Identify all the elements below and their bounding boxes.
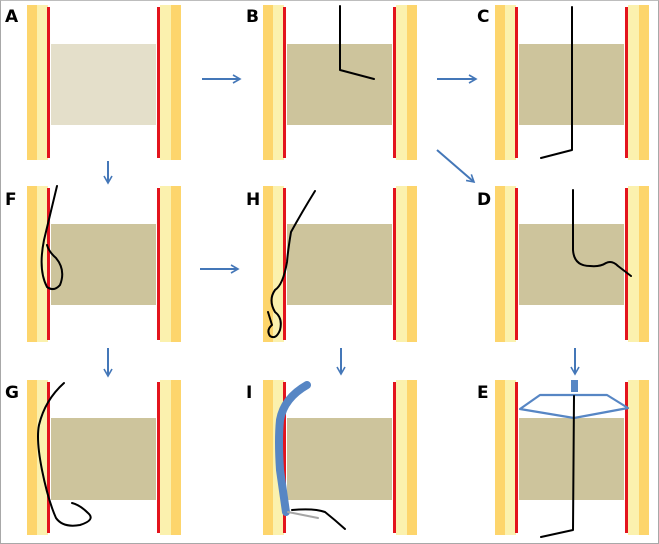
panel-label-f: F bbox=[5, 190, 17, 210]
right-wall-inner bbox=[628, 186, 639, 342]
lesion-block bbox=[519, 224, 624, 305]
left-wall-inner bbox=[273, 186, 284, 342]
panel-i bbox=[263, 380, 417, 535]
lesion-block bbox=[287, 224, 392, 305]
left-wall-outer bbox=[27, 5, 37, 160]
left-wall-line bbox=[47, 188, 50, 340]
wire-h bbox=[267, 190, 316, 339]
lesion-block bbox=[519, 418, 624, 500]
left-wall-line bbox=[47, 382, 50, 533]
microwire bbox=[287, 511, 319, 519]
wire-f bbox=[40, 185, 64, 291]
left-wall-outer bbox=[263, 186, 273, 342]
right-wall-outer bbox=[171, 186, 181, 342]
left-wall-inner bbox=[505, 5, 516, 160]
wire-c bbox=[540, 6, 573, 159]
left-wall-line bbox=[515, 188, 518, 340]
right-wall-inner bbox=[628, 5, 639, 160]
panel-label-d: D bbox=[477, 190, 491, 210]
right-wall-line bbox=[393, 7, 396, 158]
lesion-block bbox=[51, 418, 156, 500]
right-wall-inner bbox=[396, 186, 407, 342]
right-wall-line bbox=[625, 382, 628, 533]
panel-h bbox=[263, 186, 417, 342]
right-wall-inner bbox=[396, 5, 407, 160]
right-wall-line bbox=[393, 382, 396, 533]
right-wall-outer bbox=[407, 186, 417, 342]
right-wall-line bbox=[625, 7, 628, 158]
left-wall-line bbox=[283, 188, 286, 340]
umbrella-device bbox=[518, 393, 630, 420]
right-wall-inner bbox=[160, 186, 171, 342]
left-wall-line bbox=[283, 382, 286, 533]
wire-d bbox=[572, 189, 632, 277]
right-wall-line bbox=[157, 7, 160, 158]
lesion-block bbox=[51, 224, 156, 305]
right-wall-outer bbox=[639, 380, 649, 535]
wire-b bbox=[339, 5, 375, 80]
left-wall-line bbox=[515, 7, 518, 158]
right-wall-outer bbox=[639, 5, 649, 160]
panel-label-i: I bbox=[246, 383, 252, 403]
right-wall-outer bbox=[171, 380, 181, 535]
right-wall-inner bbox=[628, 380, 639, 535]
panel-label-a: A bbox=[5, 7, 19, 27]
left-wall-line bbox=[283, 7, 286, 158]
panel-a bbox=[27, 5, 181, 160]
right-wall-line bbox=[393, 188, 396, 340]
left-wall-inner bbox=[37, 380, 48, 535]
left-wall-line bbox=[515, 382, 518, 533]
right-wall-outer bbox=[171, 5, 181, 160]
catheter bbox=[275, 381, 311, 516]
left-wall-outer bbox=[27, 380, 37, 535]
wire-e bbox=[540, 395, 575, 538]
left-wall-outer bbox=[495, 186, 505, 342]
right-wall-line bbox=[157, 188, 160, 340]
panel-label-g: G bbox=[5, 383, 19, 403]
left-wall-outer bbox=[263, 5, 273, 160]
panel-label-b: B bbox=[246, 7, 259, 27]
lesion-block bbox=[51, 44, 156, 125]
right-wall-inner bbox=[160, 380, 171, 535]
left-wall-inner bbox=[273, 5, 284, 160]
right-wall-inner bbox=[160, 5, 171, 160]
left-wall-outer bbox=[263, 380, 273, 535]
left-wall-inner bbox=[37, 5, 48, 160]
device-hub bbox=[571, 380, 578, 392]
panel-label-h: H bbox=[246, 190, 260, 210]
panel-label-c: C bbox=[477, 7, 489, 27]
panel-label-e: E bbox=[477, 383, 489, 403]
left-wall-outer bbox=[495, 380, 505, 535]
left-wall-line bbox=[47, 7, 50, 158]
right-wall-outer bbox=[639, 186, 649, 342]
left-wall-outer bbox=[27, 186, 37, 342]
left-wall-inner bbox=[505, 380, 516, 535]
lesion-block bbox=[287, 418, 392, 500]
arrow-b-to-d bbox=[436, 149, 476, 184]
panel-g bbox=[27, 380, 181, 535]
right-wall-line bbox=[625, 188, 628, 340]
left-wall-inner bbox=[505, 186, 516, 342]
panel-e bbox=[495, 380, 649, 535]
right-wall-outer bbox=[407, 5, 417, 160]
wire-i bbox=[291, 508, 346, 530]
right-wall-inner bbox=[396, 380, 407, 535]
panel-d bbox=[495, 186, 649, 342]
right-wall-line bbox=[157, 382, 160, 533]
wire-g bbox=[37, 382, 92, 527]
left-wall-outer bbox=[495, 5, 505, 160]
right-wall-outer bbox=[407, 380, 417, 535]
panel-f bbox=[27, 186, 181, 342]
